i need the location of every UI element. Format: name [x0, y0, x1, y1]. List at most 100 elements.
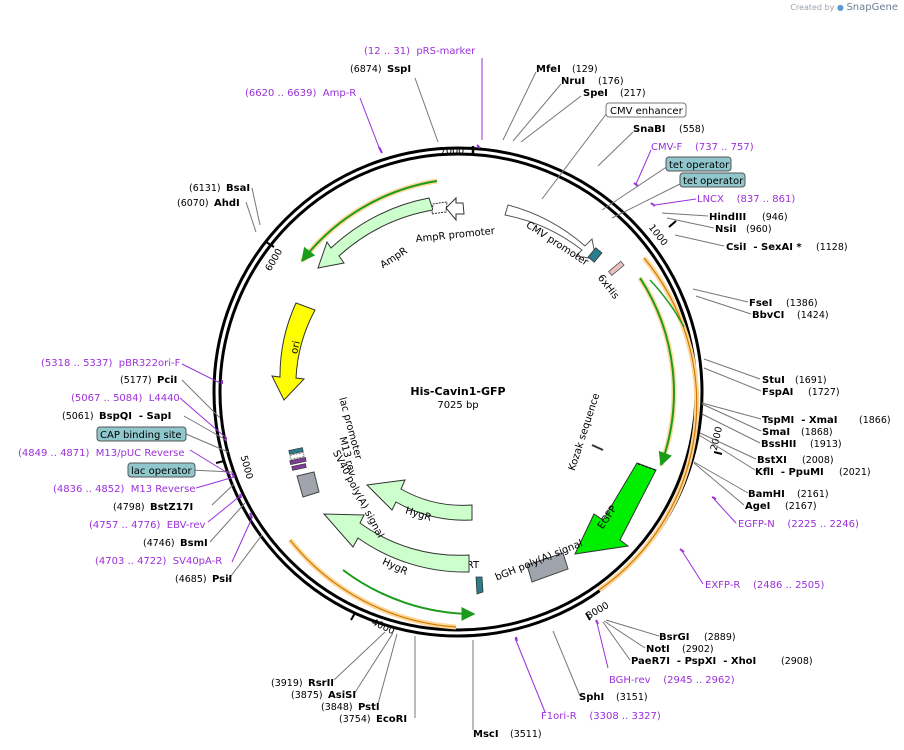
- tick-mark-1000: [668, 220, 677, 228]
- primer-marks: [221, 144, 717, 642]
- site-bbvci[interactable]: BbvCI: [752, 310, 784, 321]
- primer-prs-marker[interactable]: (12 .. 31) pRS-marker: [364, 46, 476, 57]
- site-smai[interactable]: SmaI: [762, 427, 790, 438]
- site-sphi[interactable]: SphI: [579, 692, 604, 703]
- feature-cmv-promoter[interactable]: [504, 204, 597, 260]
- site-bstz17i[interactable]: BstZ17I: [150, 502, 193, 513]
- feature-lac-operator-mark[interactable]: [288, 447, 304, 455]
- site-psti-pos: (3848): [321, 702, 353, 713]
- box-cap-binding-site-text: CAP binding site: [100, 430, 182, 441]
- site-bsmi[interactable]: BsmI: [180, 538, 208, 549]
- site-agei-pos: (2167): [785, 501, 817, 512]
- site-agei[interactable]: AgeI: [745, 501, 770, 512]
- site-bspqi-sapi[interactable]: BspQI - SapI: [99, 411, 171, 422]
- primer-ebv-rev[interactable]: (4757 .. 4776) EBV-rev: [89, 520, 206, 531]
- tick-mark-5000: [215, 460, 225, 464]
- site-nrui-pos: (176): [598, 76, 624, 87]
- site-tspmi-xmai-pos: (1866): [859, 415, 891, 426]
- site-asisi[interactable]: AsiSI: [328, 690, 356, 701]
- site-ecori[interactable]: EcoRI: [376, 714, 407, 725]
- feature-ampr[interactable]: [317, 197, 434, 269]
- site-paer7i-pspxi-xhoi[interactable]: PaeR7I - PspXI - XhoI: [631, 656, 756, 667]
- primer-mark-f1ori: [515, 636, 518, 642]
- site-spei[interactable]: SpeI: [583, 88, 608, 99]
- site-bamhi-pos: (2161): [797, 489, 829, 500]
- site-rsrii[interactable]: RsrII: [308, 678, 334, 689]
- feature-cap-site[interactable]: [291, 463, 307, 471]
- box-tet-operator-1[interactable]: [665, 156, 732, 172]
- site-psti[interactable]: PstI: [358, 702, 380, 713]
- site-noti[interactable]: NotI: [646, 644, 670, 655]
- tick-mark-3000: [585, 612, 591, 621]
- feature-hygr-lower[interactable]: [322, 513, 470, 573]
- feature-ampr-promoter-arrow[interactable]: [445, 196, 465, 222]
- primer-sv40pa-r[interactable]: (4703 .. 4722) SV40pA-R: [95, 556, 222, 567]
- primer-bgh-rev[interactable]: BGH-rev (2945 .. 2962): [609, 675, 735, 686]
- site-paer7i-pspxi-xhoi-pos: (2908): [781, 656, 813, 667]
- site-nrui[interactable]: NruI: [561, 76, 585, 87]
- site-ahdi[interactable]: AhdI: [214, 198, 240, 209]
- site-bsai[interactable]: BsaI: [226, 183, 250, 194]
- primer-f1ori-r[interactable]: F1ori-R (3308 .. 3327): [541, 711, 661, 722]
- egfp-dotted-start: [637, 463, 656, 471]
- primer-amp-r[interactable]: (6620 .. 6639) Amp-R: [245, 88, 356, 99]
- feature-ampr-promoter[interactable]: [431, 201, 448, 215]
- feature-egfp[interactable]: [574, 462, 657, 555]
- site-pcii-pos: (5177): [120, 375, 152, 386]
- site-bamhi[interactable]: BamHI: [748, 489, 785, 500]
- site-csii-sexai[interactable]: CsiI - SexAI *: [726, 242, 802, 253]
- site-kfli-ppumi[interactable]: KflI - PpuMI: [755, 467, 824, 478]
- tick-mark-4000: [350, 612, 356, 621]
- box-cap-binding-site[interactable]: [96, 426, 187, 442]
- feature-lac-promoter[interactable]: [289, 452, 305, 460]
- box-cmv-enhancer[interactable]: [605, 102, 687, 118]
- orf-line-ampr-green: [301, 180, 438, 263]
- label-ampr-promoter: AmpR promoter: [415, 226, 496, 245]
- primer-mark-exfpr: [679, 548, 685, 553]
- site-bsmi-pos: (4746): [143, 538, 175, 549]
- watermark-brand: SnapGene: [846, 2, 898, 13]
- feature-ori[interactable]: [271, 302, 316, 401]
- feature-bgh-polya[interactable]: [526, 552, 569, 583]
- site-bsshii[interactable]: BssHII: [761, 439, 796, 450]
- site-bsrgi-pos: (2889): [704, 632, 736, 643]
- site-asisi-pos: (3875): [291, 690, 323, 701]
- label-frt: FRT: [461, 560, 480, 571]
- site-nsii[interactable]: NsiI: [715, 224, 736, 235]
- feature-6xhis[interactable]: [608, 260, 625, 277]
- primer-exfp-r[interactable]: EXFP-R (2486 .. 2505): [705, 580, 825, 591]
- primer-mark-sv40pa: [249, 512, 253, 519]
- site-snabi[interactable]: SnaBI: [633, 124, 665, 135]
- primer-pbr322ori-f[interactable]: (5318 .. 5337) pBR322ori-F: [41, 358, 181, 369]
- primer-mark-prs: [476, 144, 481, 149]
- site-bsrgi[interactable]: BsrGI: [659, 632, 689, 643]
- feature-his-tag[interactable]: [587, 247, 603, 263]
- site-mfei[interactable]: MfeI: [536, 64, 561, 75]
- site-pcii[interactable]: PciI: [157, 375, 177, 386]
- feature-m13-rev[interactable]: [289, 457, 307, 465]
- orf-line-hygr-edge: [289, 539, 457, 628]
- feature-hygr-upper[interactable]: [365, 479, 473, 521]
- site-stui[interactable]: StuI: [762, 375, 785, 386]
- feature-sv40-polya[interactable]: [296, 471, 320, 498]
- primer-m13-puc-reverse[interactable]: (4849 .. 4871) M13/pUC Reverse: [18, 448, 185, 459]
- feature-kozak[interactable]: [591, 444, 604, 451]
- site-msci[interactable]: MscI: [473, 729, 499, 740]
- primer-l4440[interactable]: (5067 .. 5084) L4440: [71, 393, 180, 404]
- site-hindiii[interactable]: HindIII: [709, 212, 746, 223]
- site-sspi[interactable]: SspI: [387, 64, 411, 75]
- feature-frt[interactable]: [475, 576, 484, 595]
- site-tspmi-xmai[interactable]: TspMI - XmaI: [762, 415, 837, 426]
- site-psii[interactable]: PsiI: [212, 574, 232, 585]
- primer-cmv-f[interactable]: CMV-F (737 .. 757): [651, 142, 754, 153]
- box-tet-operator-2[interactable]: [679, 172, 746, 188]
- primer-lncx[interactable]: LNCX (837 .. 861): [697, 194, 795, 205]
- primer-m13-reverse[interactable]: (4836 .. 4852) M13 Reverse: [53, 484, 196, 495]
- box-lac-operator[interactable]: [127, 462, 196, 478]
- site-bstxi[interactable]: BstXI: [757, 455, 787, 466]
- site-fsei[interactable]: FseI: [749, 298, 772, 309]
- site-fspai[interactable]: FspAI: [762, 387, 793, 398]
- primer-mark-ebv: [239, 493, 242, 499]
- site-snabi-pos: (558): [679, 124, 705, 135]
- primer-egfp-n[interactable]: EGFP-N (2225 .. 2246): [738, 519, 859, 530]
